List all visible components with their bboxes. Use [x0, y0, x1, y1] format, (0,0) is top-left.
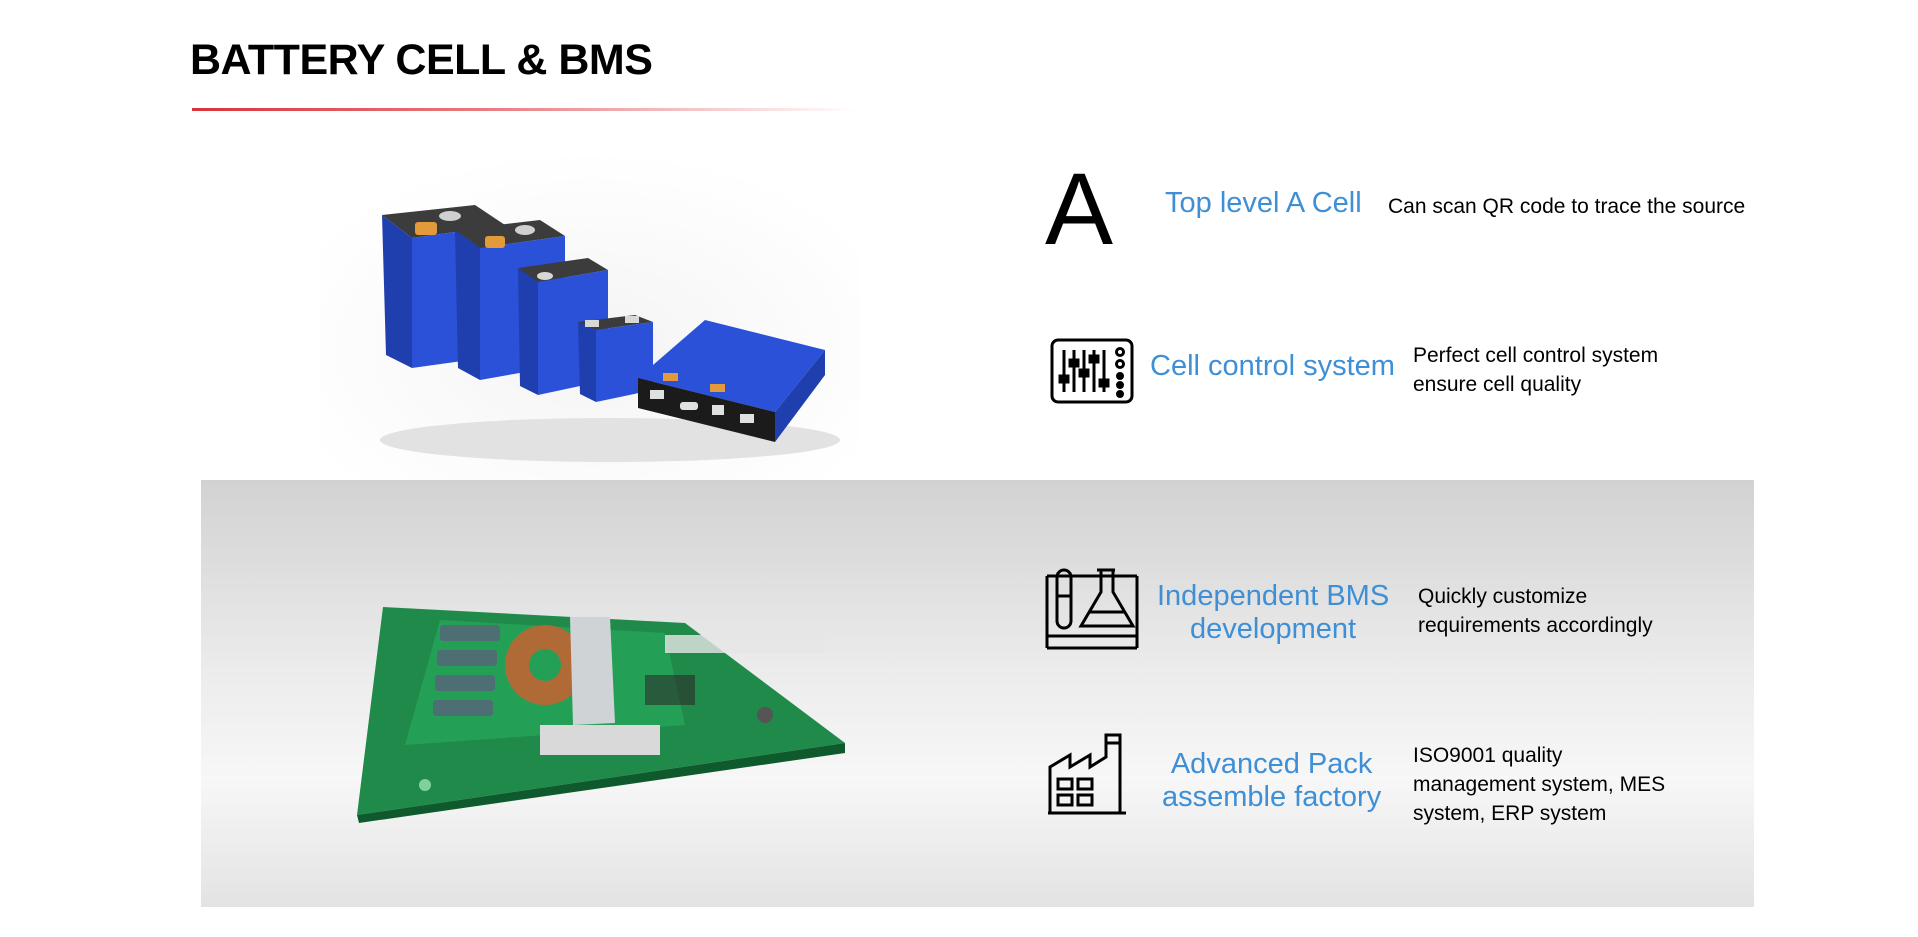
grade-a-letter: A [1045, 152, 1114, 266]
feature-desc-line: ISO9001 quality [1413, 744, 1563, 767]
factory-icon [1046, 733, 1128, 815]
feature-desc-cell-control-system: Perfect cell control system ensure cell … [1413, 341, 1658, 399]
feature-desc-line: Perfect cell control system [1413, 344, 1659, 367]
feature-desc-line: Quickly customize [1418, 585, 1588, 608]
control-panel-icon [1050, 338, 1134, 404]
feature-desc-advanced-pack-factory: ISO9001 quality management system, MES s… [1413, 741, 1665, 828]
feature-title-line: Cell control system [1150, 350, 1395, 382]
feature-title-line: development [1190, 613, 1357, 645]
feature-title-line: Advanced Pack [1170, 748, 1373, 780]
feature-desc-line: Can scan QR code to trace the source [1388, 195, 1746, 218]
bms-board-image [345, 595, 845, 835]
feature-title-cell-control-system: Cell control system [1150, 350, 1395, 383]
feature-desc-independent-bms: Quickly customize requirements according… [1418, 582, 1653, 640]
feature-title-line: Top level A Cell [1165, 187, 1362, 219]
title-underline [192, 108, 857, 111]
feature-title-advanced-pack-factory: Advanced Pack assemble factory [1162, 748, 1381, 814]
feature-desc-line: ensure cell quality [1413, 373, 1582, 396]
feature-desc-line: system, ERP system [1413, 802, 1607, 825]
feature-desc-line: requirements accordingly [1418, 614, 1653, 637]
feature-title-top-level-a-cell: Top level A Cell [1165, 187, 1362, 220]
feature-desc-line: management system, MES [1413, 773, 1666, 796]
feature-title-line: assemble factory [1162, 781, 1382, 813]
slide-title: BATTERY CELL & BMS [190, 36, 653, 84]
feature-title-independent-bms: Independent BMS development [1157, 580, 1389, 646]
lab-flask-icon [1045, 568, 1139, 650]
battery-cells-image [320, 150, 860, 480]
feature-desc-top-level-a-cell: Can scan QR code to trace the source [1388, 192, 1745, 221]
feature-title-line: Independent BMS [1157, 580, 1390, 612]
